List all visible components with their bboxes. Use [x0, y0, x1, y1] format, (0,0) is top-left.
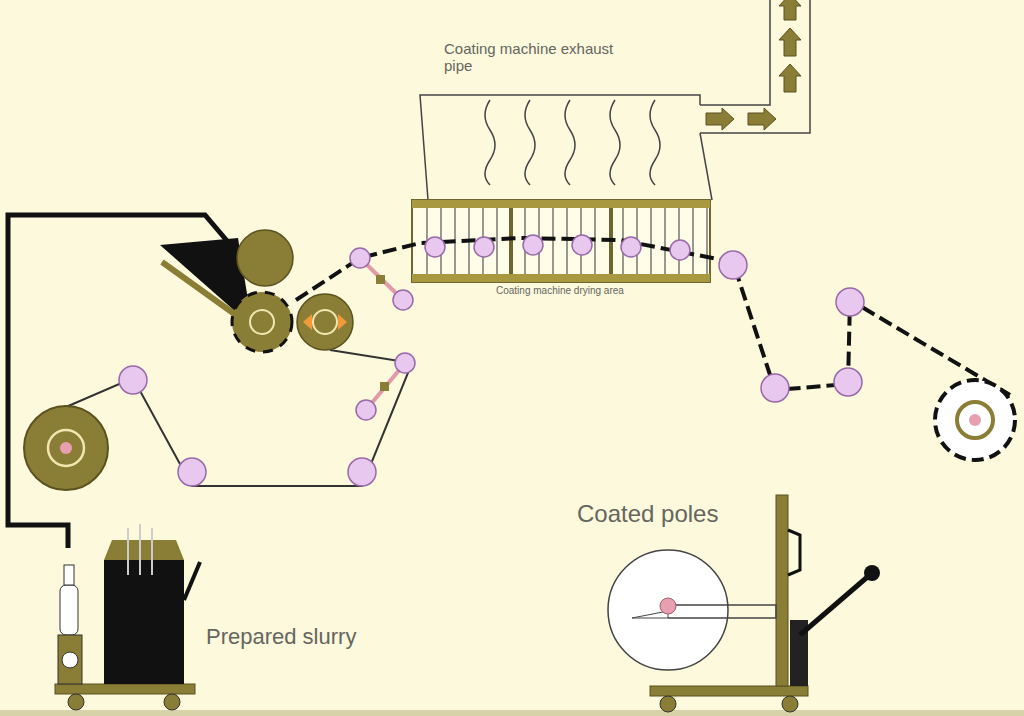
exhaust-waves: [485, 100, 660, 185]
coating-head: [160, 230, 353, 352]
coated-web: [296, 238, 1010, 395]
slurry-cart: [55, 524, 200, 710]
foil-web: [66, 350, 412, 486]
unwind-roll: [24, 406, 108, 490]
link-pivot: [376, 275, 385, 284]
rewind-roll: [935, 380, 1015, 460]
link-pivot: [380, 382, 389, 391]
dryer-ovens: [412, 200, 710, 282]
floor: [0, 710, 1024, 716]
exhaust-label: Coating machine exhaust pipe: [442, 40, 646, 75]
product-label: Coated poles: [575, 500, 720, 528]
dryer-label: Coating machine drying area: [494, 285, 626, 297]
exhaust-hood: [420, 0, 810, 200]
guide-rollers: [119, 235, 864, 486]
tension-links: [360, 258, 405, 410]
exhaust-arrows: [706, 0, 801, 130]
slurry-label: Prepared slurry: [204, 624, 358, 649]
